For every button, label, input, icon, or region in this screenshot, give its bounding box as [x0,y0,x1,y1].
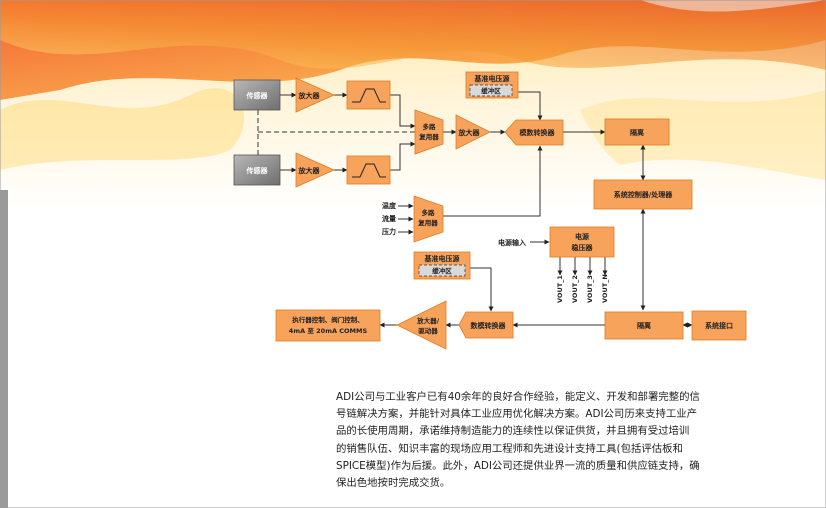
system-interface-block: 系统接口 [691,310,747,341]
sensor-label-2: 传感器 [246,166,269,175]
power-input-label: 电源输入 [498,238,526,247]
bandpass-icon [352,163,386,178]
adc-block: 模数转换器 [504,119,564,146]
regulator-label-b: 稳压器 [572,243,594,252]
mux-label-2b: 复用器 [417,218,438,227]
amplifier-label-1: 放大器 [298,91,321,100]
connectors [280,91,693,328]
bandpass-icon [352,88,386,103]
amplifier-label-2: 放大器 [298,166,321,175]
dac-block: 数模转换器 [458,311,514,339]
mux-block-2: 多路 复用器 [413,195,444,243]
paragraph-line: SPICE模型)作为后援。此外，ADI公司还提供业界一流的质量和供应链支持，确 [336,459,700,472]
filter-block-2 [346,155,391,185]
buffer-bottom-label: 缓冲区 [431,266,452,275]
mux-label-1b: 复用器 [418,132,439,141]
left-edge-bar [0,190,8,508]
reference-top-block: 基准电压源 缓冲区 [465,71,519,99]
isolation-top-block: 隔离 [604,118,670,146]
paragraph-line: 的销售队伍、知识丰富的现场应用工程师和先进设计支持工具(包括评估板和 [336,442,683,455]
description-paragraph: ADI公司与工业客户已有40余年的良好合作经验，能定义、开发和部署完整的信 号链… [336,389,756,492]
paragraph-line: 号链解决方案，并能针对具体工业应用优化解决方案。ADI公司历来支持工业产 [336,408,698,421]
vout-1-label: VOUT_1 [556,275,564,303]
mux-block-1: 多路 复用器 [414,109,444,155]
amp-driver-label-b: 驱动器 [418,326,438,335]
actuator-label-b: 4mA 至 20mA COMMS [289,327,368,335]
dashed-link [257,110,415,155]
amplifier-block-1: 放大器 [295,77,335,113]
vout-2-label: VOUT_2 [571,275,579,303]
amp-driver-label-a: 放大器/ [416,316,440,325]
mux-label-2a: 多路 [422,208,436,217]
buffer-top-label: 缓冲区 [480,86,501,95]
sensor-label-1: 传感器 [246,91,269,100]
vout-n-label: VOUT_N [601,274,609,303]
sensor-block-2: 传感器 [233,154,281,186]
filter-block-1 [346,80,391,110]
sensor-block-1: 传感器 [233,79,281,111]
input-temperature-label: 温度 [382,201,397,210]
paragraph-line: 品的长使用周期，承诺维持制造能力的连续性以保证供货，并且拥有受过培训 [336,425,690,438]
mux-label-1a: 多路 [423,122,437,131]
paragraph-line: 保出色地按时完成交货。 [336,477,451,490]
dac-label: 数模转换器 [471,321,507,330]
system-interface-label: 系统接口 [705,321,733,330]
actuator-block: 执行器控制、阀门控制、 4mA 至 20mA COMMS [275,309,381,342]
flame-banner [0,0,826,210]
isolation-bottom-block: 隔离 [604,311,684,340]
reference-bottom-label: 基准电压源 [424,254,460,263]
input-flow-label: 流量 [382,214,396,223]
isolation-bottom-label: 隔离 [637,321,651,330]
adc-label: 模数转换器 [520,128,556,137]
actuator-label-a: 执行器控制、阀门控制、 [292,315,364,324]
isolation-top-label: 隔离 [630,128,644,137]
reference-top-label: 基准电压源 [474,74,510,83]
regulator-label-a: 电源 [575,232,589,241]
input-pressure-label: 压力 [382,227,396,236]
amp-driver-block: 放大器/ 驱动器 [396,300,447,350]
amplifier-block-2: 放大器 [295,152,335,188]
amplifier-block-3: 放大器 [455,114,491,150]
amplifier-label-3: 放大器 [458,128,481,137]
reference-bottom-block: 基准电压源 缓冲区 [413,251,471,280]
paragraph-line: ADI公司与工业客户已有40余年的良好合作经验，能定义、开发和部署完整的信 [336,391,700,403]
system-controller-label: 系统控制器/处理器 [614,190,674,199]
regulator-block: 电源 稳压器 [549,226,615,258]
vout-3-label: VOUT_3 [586,275,594,303]
system-controller-block: 系统控制器/处理器 [593,179,693,210]
